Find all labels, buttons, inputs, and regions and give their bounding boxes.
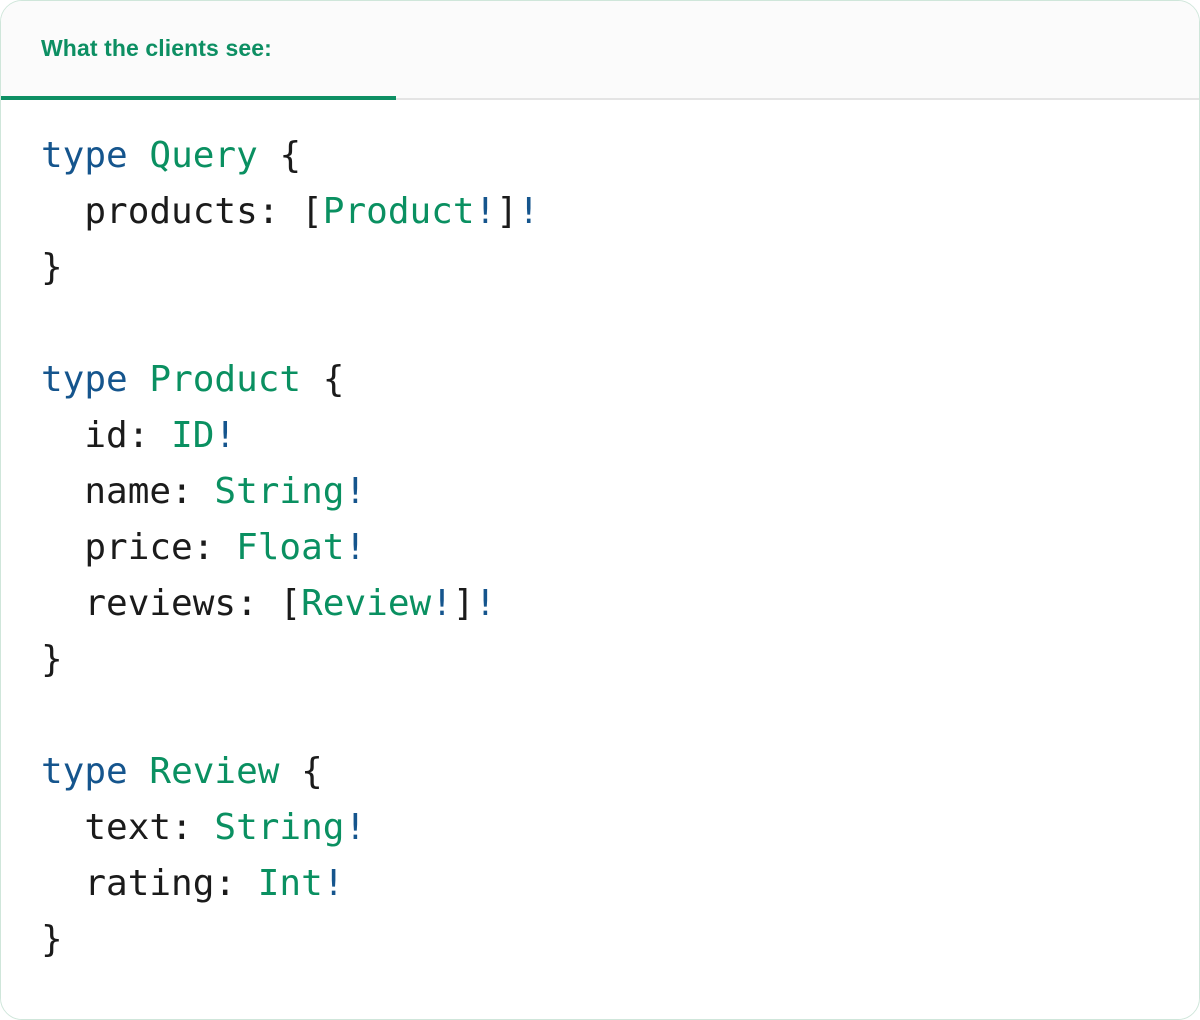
code-line: type Review {	[41, 744, 1199, 800]
code-token-punct: :	[257, 191, 302, 232]
code-token-punct: :	[171, 807, 215, 848]
code-line: type Product {	[41, 352, 1199, 408]
code-token-field: reviews	[41, 583, 237, 624]
code-token-field: name	[41, 471, 172, 512]
code-line: products: [Product!]!	[41, 184, 1199, 240]
code-token-field: products	[41, 191, 258, 232]
code-line: text: String!	[41, 800, 1199, 856]
code-line: id: ID!	[41, 408, 1199, 464]
code-token-type: String	[214, 807, 345, 848]
code-token-bang: !	[322, 863, 345, 904]
code-token-type: Review	[301, 583, 432, 624]
code-line: rating: Int!	[41, 856, 1199, 912]
code-token-bang: !	[214, 415, 237, 456]
code-token-type: Int	[257, 863, 323, 904]
code-line: }	[41, 912, 1199, 968]
code-token-plain	[258, 135, 280, 176]
graphql-schema-code: type Query { products: [Product!]!} type…	[41, 128, 1199, 968]
code-token-punct: :	[127, 415, 172, 456]
code-token-plain	[301, 359, 323, 400]
code-token-punct: {	[322, 359, 345, 400]
code-line: }	[41, 632, 1199, 688]
code-token-punct: :	[192, 527, 237, 568]
code-token-field: id	[41, 415, 128, 456]
code-token-type: Product	[149, 359, 302, 400]
code-token-punct: :	[236, 583, 280, 624]
code-token-type: Review	[149, 751, 280, 792]
code-token-type: Float	[236, 527, 345, 568]
code-token-plain	[128, 751, 150, 792]
code-token-punct: :	[171, 471, 215, 512]
code-token-punct: {	[301, 751, 323, 792]
code-token-punct: }	[41, 919, 63, 960]
tab-strip: What the clients see:	[1, 1, 1199, 100]
code-token-bang: !	[344, 527, 367, 568]
code-token-punct: }	[41, 247, 63, 288]
code-line	[41, 688, 1199, 744]
code-token-punct: [	[279, 583, 302, 624]
code-token-bang: !	[344, 471, 367, 512]
code-viewer[interactable]: type Query { products: [Product!]!} type…	[1, 100, 1199, 1019]
code-token-field: rating	[41, 863, 215, 904]
code-line	[41, 296, 1199, 352]
tab-what-the-clients-see[interactable]: What the clients see:	[1, 1, 396, 100]
code-token-bang: !	[474, 583, 497, 624]
code-token-plain	[128, 135, 150, 176]
code-token-kw: type	[41, 751, 128, 792]
code-line: }	[41, 240, 1199, 296]
code-token-punct: {	[279, 135, 302, 176]
code-token-field: price	[41, 527, 193, 568]
code-token-kw: type	[41, 135, 128, 176]
code-token-plain	[128, 359, 150, 400]
code-token-punct: ]	[496, 191, 518, 232]
code-token-field: text	[41, 807, 172, 848]
code-token-kw: type	[41, 359, 128, 400]
code-token-bang: !	[474, 191, 497, 232]
code-line: price: Float!	[41, 520, 1199, 576]
tab-label: What the clients see:	[41, 35, 272, 61]
code-token-type: ID	[171, 415, 215, 456]
code-token-punct: :	[214, 863, 258, 904]
code-token-punct: ]	[452, 583, 475, 624]
code-token-type: Query	[149, 135, 258, 176]
code-token-type: String	[214, 471, 345, 512]
code-line: name: String!	[41, 464, 1199, 520]
code-token-plain	[279, 751, 301, 792]
code-line: type Query {	[41, 128, 1199, 184]
code-line: reviews: [Review!]!	[41, 576, 1199, 632]
code-token-bang: !	[431, 583, 453, 624]
code-token-type: Product	[322, 191, 475, 232]
code-token-bang: !	[344, 807, 367, 848]
code-token-punct: [	[301, 191, 323, 232]
code-token-punct: }	[41, 639, 63, 680]
code-token-bang: !	[517, 191, 540, 232]
